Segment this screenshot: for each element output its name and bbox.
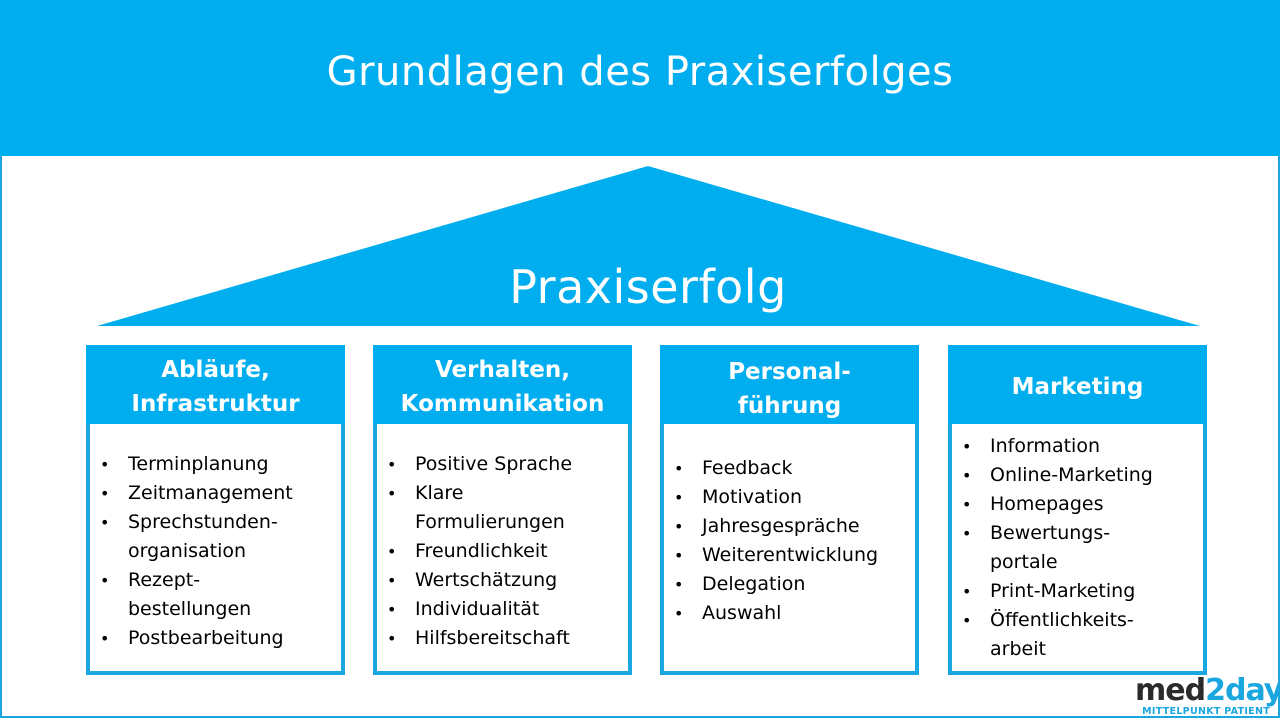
pillar-title: Personal- führung xyxy=(660,345,919,424)
list-item: Hilfsbereitschaft xyxy=(385,624,622,653)
list-item: Terminplanung xyxy=(98,450,335,479)
pillar-marketing: Marketing Information Online-Marketing H… xyxy=(948,345,1207,675)
pillar-body: Information Online-Marketing Homepages B… xyxy=(952,424,1203,671)
pillar-title: Verhalten, Kommunikation xyxy=(373,345,632,424)
list-item: Freundlichkeit xyxy=(385,537,622,566)
list-item: Delegation xyxy=(672,570,909,599)
list-item: Zeitmanagement xyxy=(98,479,335,508)
list-item: Auswahl xyxy=(672,599,909,628)
pillar-verhalten-kommunikation: Verhalten, Kommunikation Positive Sprach… xyxy=(373,345,632,675)
list-item: Online-Marketing xyxy=(960,461,1197,490)
list-item: Öffentlichkeits- arbeit xyxy=(960,606,1197,664)
pillar-title: Abläufe, Infrastruktur xyxy=(86,345,345,424)
list-item: Klare Formulierungen xyxy=(385,479,622,537)
pillar-list: Positive Sprache Klare Formulierungen Fr… xyxy=(385,450,622,653)
pillar-personalfuehrung: Personal- führung Feedback Motivation Ja… xyxy=(660,345,919,675)
list-item: Information xyxy=(960,432,1197,461)
list-item: Weiterentwicklung xyxy=(672,541,909,570)
pillar-list: Terminplanung Zeitmanagement Sprechstund… xyxy=(98,450,335,653)
page-title: Grundlagen des Praxiserfolges xyxy=(326,49,954,95)
header-banner: Grundlagen des Praxiserfolges xyxy=(0,0,1280,156)
list-item: Postbearbeitung xyxy=(98,624,335,653)
list-item: Rezept- bestellungen xyxy=(98,566,335,624)
list-item: Individualität xyxy=(385,595,622,624)
list-item: Print-Marketing xyxy=(960,577,1197,606)
pillar-list: Information Online-Marketing Homepages B… xyxy=(960,432,1197,664)
pillar-body: Positive Sprache Klare Formulierungen Fr… xyxy=(377,424,628,671)
list-item: Positive Sprache xyxy=(385,450,622,479)
list-item: Bewertungs- portale xyxy=(960,519,1197,577)
list-item: Sprechstunden- organisation xyxy=(98,508,335,566)
list-item: Motivation xyxy=(672,483,909,512)
pillar-title: Marketing xyxy=(948,345,1207,424)
pillar-body: Feedback Motivation Jahresgespräche Weit… xyxy=(664,424,915,671)
list-item: Feedback xyxy=(672,454,909,483)
list-item: Jahresgespräche xyxy=(672,512,909,541)
med2day-logo: med2day MITTELPUNKT PATIENT xyxy=(1135,672,1280,717)
logo-wordmark: med2day xyxy=(1135,672,1280,708)
pillar-ablaeufe-infrastruktur: Abläufe, Infrastruktur Terminplanung Zei… xyxy=(86,345,345,675)
list-item: Homepages xyxy=(960,490,1197,519)
pillar-body: Terminplanung Zeitmanagement Sprechstund… xyxy=(90,424,341,671)
pillar-list: Feedback Motivation Jahresgespräche Weit… xyxy=(672,454,909,628)
roof-label: Praxiserfolg xyxy=(509,260,787,314)
logo-tagline: MITTELPUNKT PATIENT xyxy=(1142,705,1270,717)
list-item: Wertschätzung xyxy=(385,566,622,595)
